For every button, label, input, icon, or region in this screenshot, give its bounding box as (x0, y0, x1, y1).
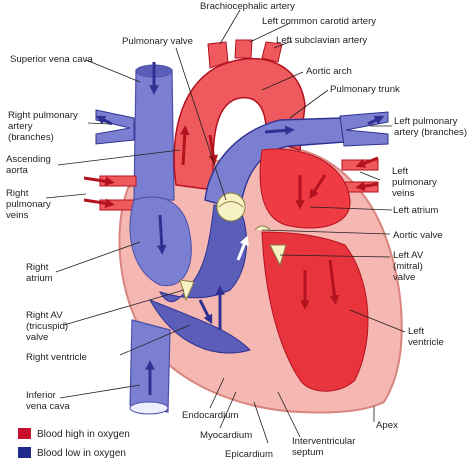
label-inferior-vena-cava: Inferior vena cava (26, 390, 70, 412)
brachiocephalic-branch (207, 41, 229, 69)
legend-label-oxygen-low: Blood low in oxygen (37, 448, 126, 459)
label-left-ventricle: Left ventricle (408, 326, 444, 348)
label-aortic-valve: Aortic valve (393, 230, 443, 241)
label-left-av-valve: Left AV (mitral) valve (393, 250, 426, 283)
pulmonary-valve-shape (216, 192, 246, 222)
label-myocardium: Myocardium (200, 430, 252, 441)
aortic-valve-shape (254, 225, 271, 231)
label-endocardium: Endocardium (182, 410, 239, 421)
label-right-pulmonary-artery: Right pulmonary artery (branches) (8, 110, 81, 143)
label-left-subclavian-artery: Left subclavian artery (276, 35, 367, 46)
label-aortic-arch: Aortic arch (306, 66, 352, 77)
label-apex: Apex (376, 420, 398, 431)
label-ascending-aorta: Ascending aorta (6, 154, 53, 176)
carotid-branch (234, 39, 253, 59)
label-left-pulmonary-veins: Left pulmonary veins (392, 166, 439, 199)
label-pulmonary-trunk: Pulmonary trunk (330, 84, 400, 95)
label-interventricular-septum: Interventricular septum (292, 436, 358, 458)
label-right-atrium: Right atrium (26, 262, 53, 284)
label-left-pulmonary-artery: Left pulmonary artery (branches) (394, 116, 467, 138)
ivc-opening (129, 401, 169, 415)
label-right-ventricle: Right ventricle (26, 352, 87, 363)
label-right-pulmonary-veins: Right pulmonary veins (6, 188, 53, 221)
right-pulmonary-artery-branches (95, 109, 135, 145)
label-pulmonary-valve: Pulmonary valve (122, 36, 193, 47)
label-right-av-valve: Right AV (tricuspid) valve (26, 310, 71, 343)
aortic-arch (173, 57, 306, 191)
legend-swatch-oxygen-high (18, 428, 31, 439)
leader-lines (45, 9, 406, 444)
label-superior-vena-cava: Superior vena cava (10, 54, 93, 65)
label-left-atrium: Left atrium (393, 205, 438, 216)
label-epicardium: Epicardium (225, 449, 273, 460)
legend: Blood high in oxygen Blood low in oxygen (18, 428, 130, 459)
label-brachiocephalic-artery: Brachiocephalic artery (200, 1, 295, 12)
left-pulmonary-artery-branches (339, 111, 389, 147)
label-left-common-carotid-artery: Left common carotid artery (262, 16, 376, 27)
legend-swatch-oxygen-low (18, 447, 31, 458)
left-ventricle-chamber (261, 231, 369, 392)
legend-label-oxygen-high: Blood high in oxygen (37, 429, 130, 440)
left-atrium-chamber (259, 148, 351, 229)
flow-arrows (83, 62, 385, 395)
